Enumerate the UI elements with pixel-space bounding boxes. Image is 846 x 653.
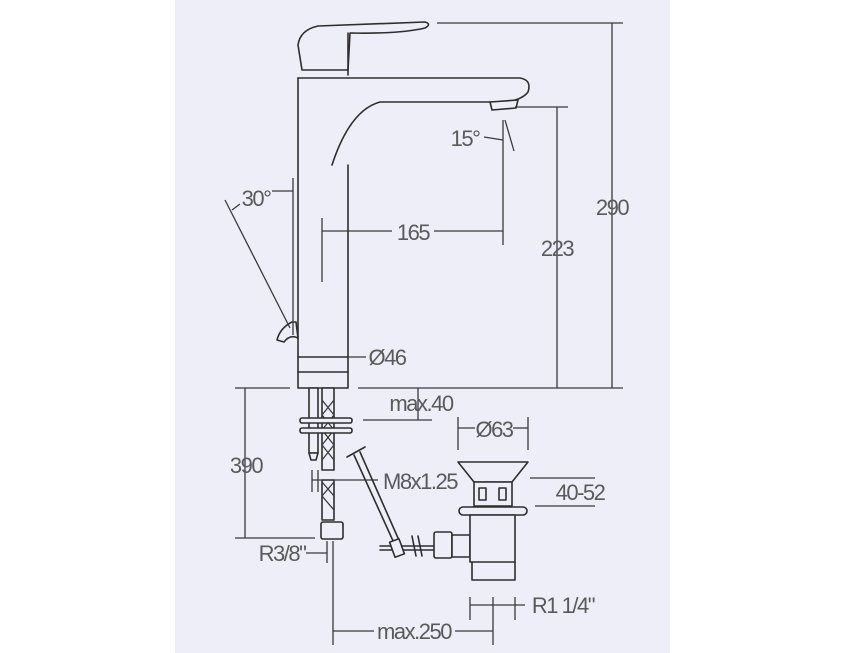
label-d46: Ø46 xyxy=(368,345,406,370)
dimension-15deg: 15° xyxy=(451,119,515,152)
label-165: 165 xyxy=(397,220,430,245)
dimension-d46: Ø46 xyxy=(348,345,408,370)
label-15deg: 15° xyxy=(451,126,480,151)
popup-rod xyxy=(346,446,471,559)
label-40-52: 40-52 xyxy=(556,480,606,505)
label-30deg: 30° xyxy=(242,186,271,211)
label-390: 390 xyxy=(230,453,263,478)
dimension-30deg: 30° xyxy=(224,178,294,335)
drawing-panel xyxy=(175,0,670,653)
dimension-165: 165 xyxy=(321,120,504,282)
popup-lever xyxy=(276,321,299,343)
faucet-lever xyxy=(297,21,430,76)
aerator xyxy=(489,99,519,111)
label-r114: R1 1/4" xyxy=(532,593,595,618)
dimension-max250: max.250 xyxy=(332,563,494,645)
label-d63: Ø63 xyxy=(475,417,513,442)
mounting-hardware xyxy=(299,387,353,540)
dimension-r114: R1 1/4" xyxy=(469,593,596,620)
dimension-r38: R3/8" xyxy=(259,541,334,566)
label-max250: max.250 xyxy=(377,619,452,644)
dimension-max40: max.40 xyxy=(363,388,455,421)
dimension-40-52: 40-52 xyxy=(530,477,607,507)
label-r38: R3/8" xyxy=(259,541,306,566)
label-290: 290 xyxy=(596,195,629,220)
dimension-390: 390 xyxy=(230,388,315,539)
dimension-223: 223 xyxy=(515,106,576,388)
label-223: 223 xyxy=(541,236,574,261)
dimension-290: 290 xyxy=(437,22,631,388)
dimension-m8: M8x1.25 xyxy=(311,469,460,494)
label-m8: M8x1.25 xyxy=(383,469,458,494)
waste-valve xyxy=(457,461,529,581)
label-max40: max.40 xyxy=(389,391,453,416)
dimension-d63: Ø63 xyxy=(457,417,529,450)
